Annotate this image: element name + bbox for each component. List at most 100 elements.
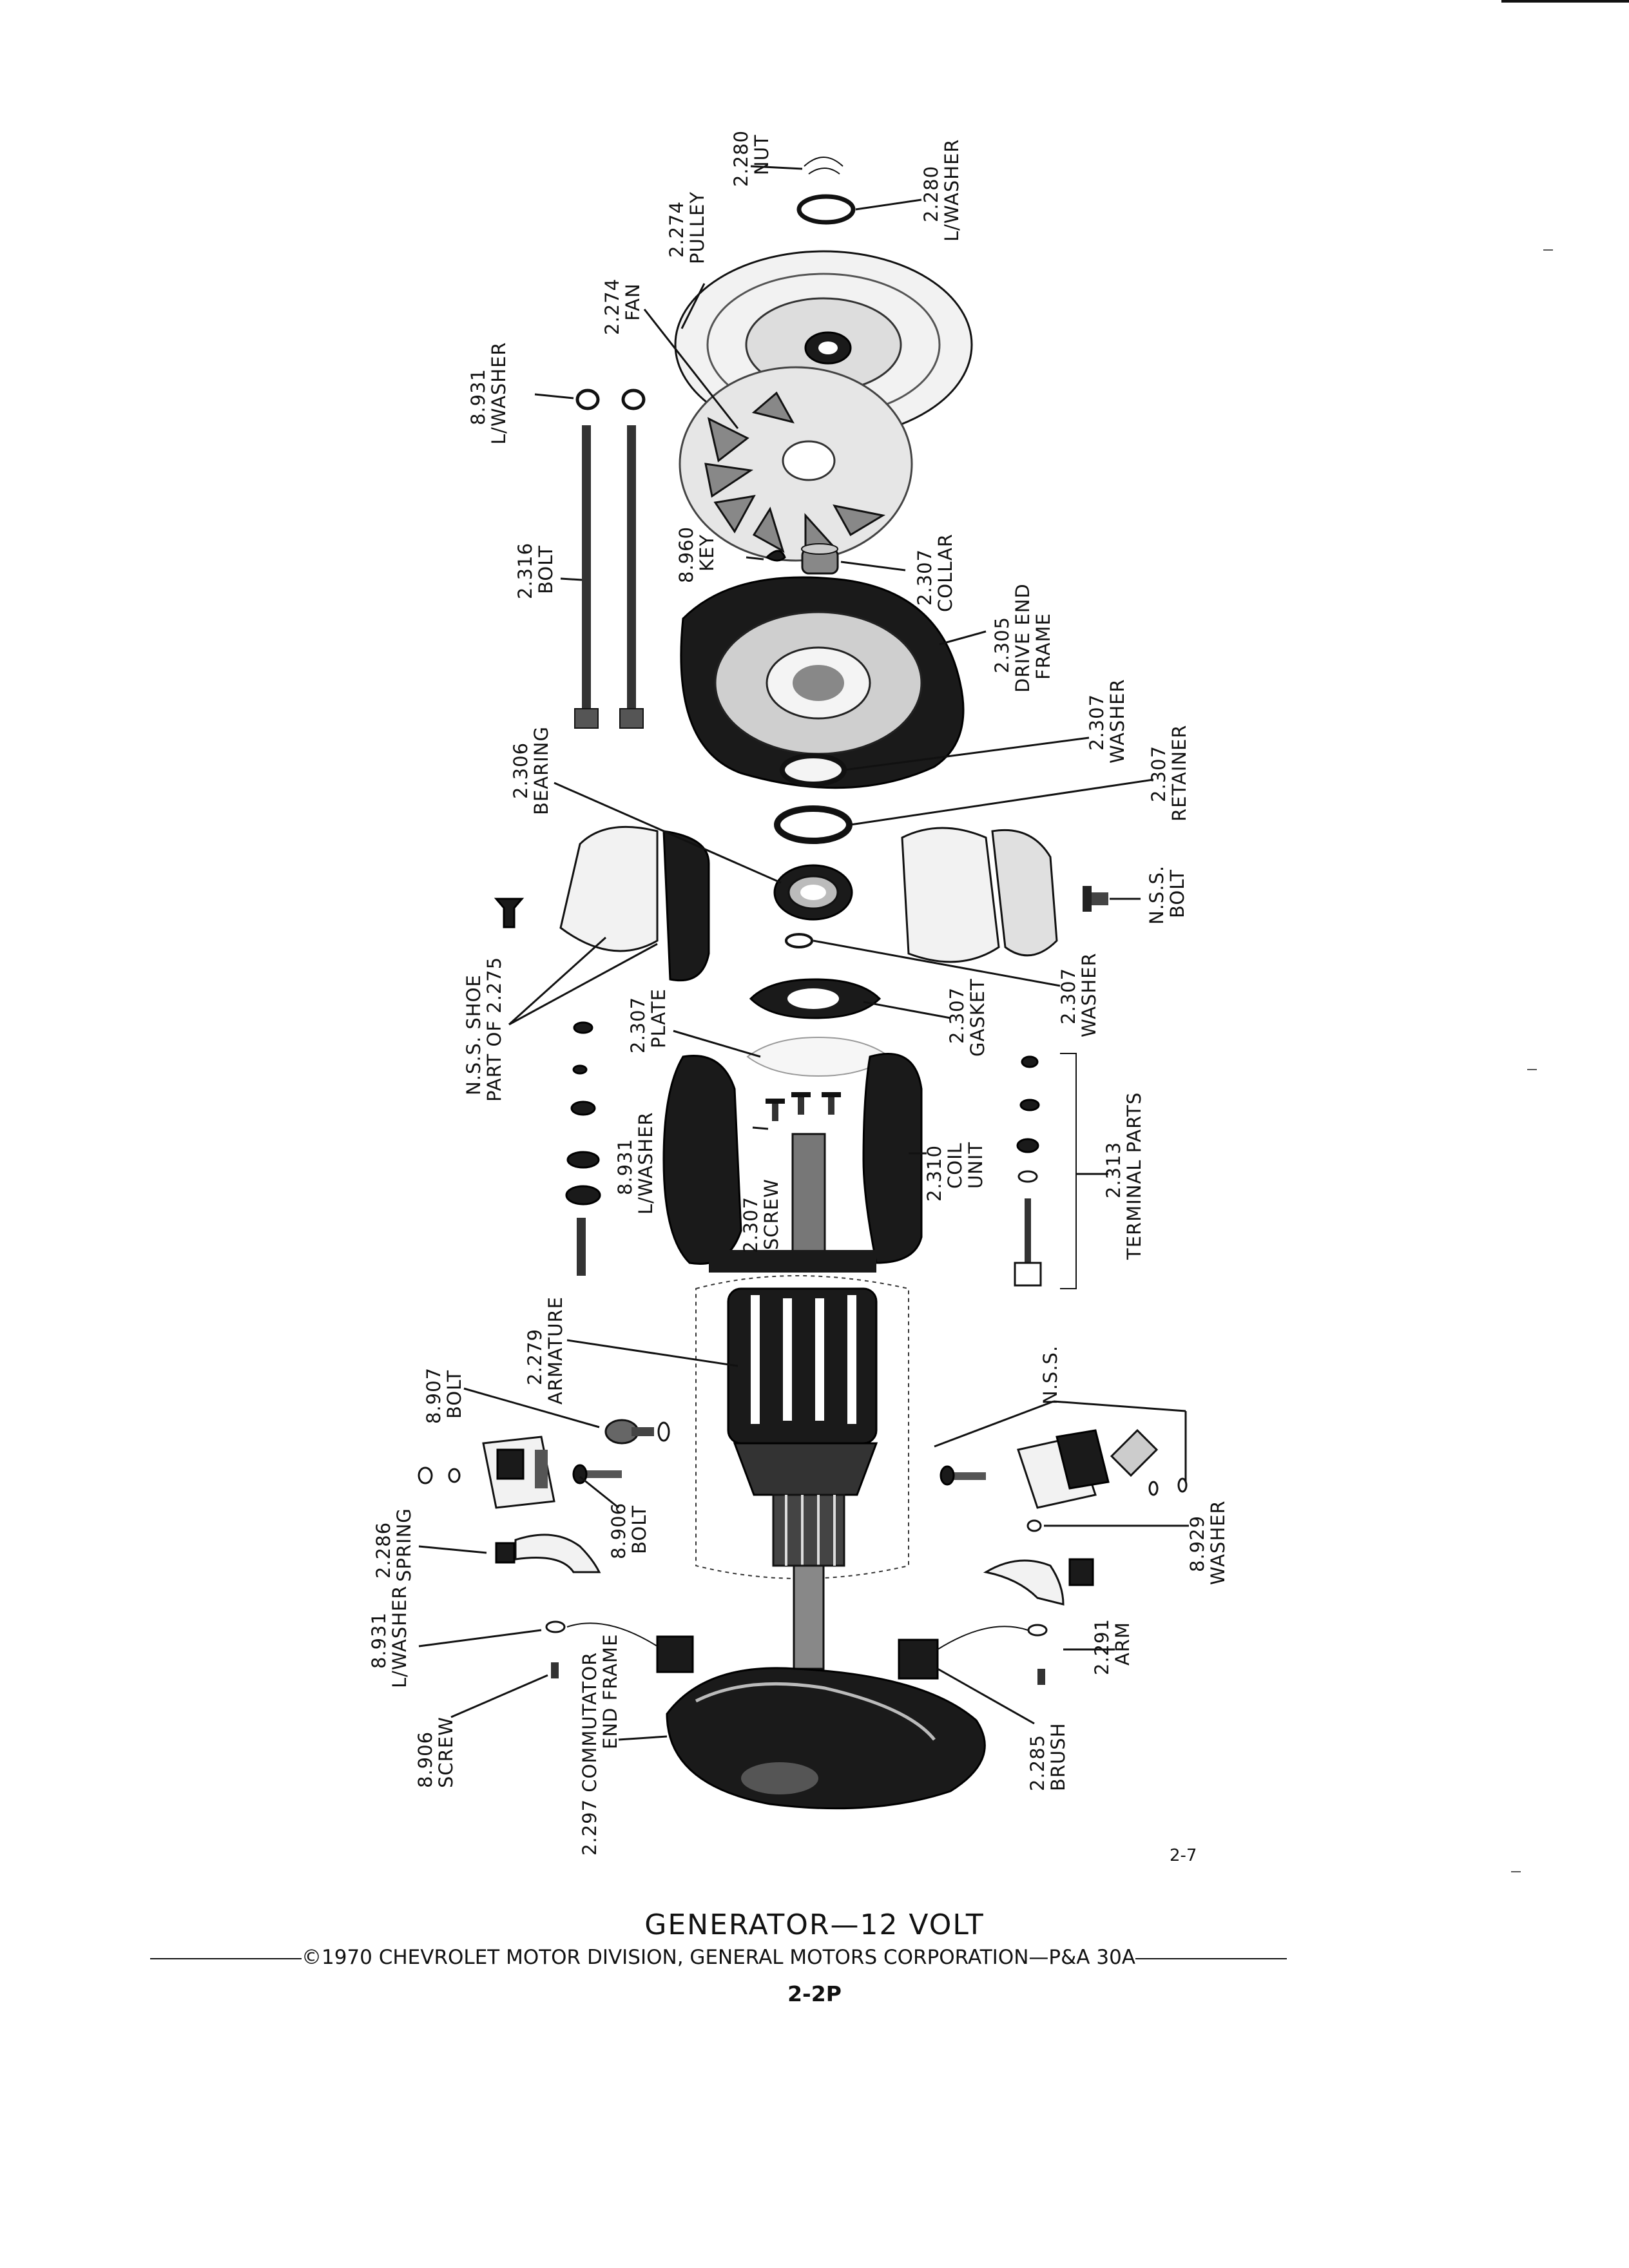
svg-text:NUT: NUT (751, 134, 773, 175)
svg-text:SPRING: SPRING (393, 1508, 415, 1582)
svg-text:N.S.S.: N.S.S. (1039, 1345, 1061, 1405)
callout-fan: 2.274 FAN (601, 278, 644, 335)
terminal-parts-bracket (1060, 1053, 1077, 1289)
svg-text:L/WASHER: L/WASHER (941, 139, 963, 242)
svg-text:8.960: 8.960 (675, 526, 697, 583)
fan-part (679, 366, 913, 562)
commutator-end-frame-part (666, 1667, 986, 1810)
callout-nut: 2.280 NUT (730, 130, 773, 187)
field-coil-left-part (662, 1055, 742, 1265)
small-washer-part (785, 933, 813, 948)
callout-arm: 2.291 ARM (1091, 1619, 1133, 1675)
callout-pulley: 2.274 PULLEY (666, 191, 708, 264)
figure-title: GENERATOR—12 VOLT (644, 1908, 985, 1941)
svg-text:2.305: 2.305 (991, 617, 1013, 673)
svg-text:PULLEY: PULLEY (686, 191, 708, 264)
callout-nss-bolt: N.S.S. BOLT (1146, 865, 1188, 925)
callout-coil-unit: 2.310 COIL UNIT (923, 1142, 987, 1202)
svg-text:PART OF 2.275: PART OF 2.275 (483, 957, 505, 1102)
svg-text:2.307: 2.307 (740, 1196, 762, 1253)
retainer-part (774, 805, 853, 844)
callout-washer-lower: 2.307 WASHER (1057, 952, 1100, 1037)
svg-text:N.S.S.: N.S.S. (1146, 865, 1168, 925)
svg-text:2.307: 2.307 (914, 549, 936, 606)
brush-left-part (545, 1620, 694, 1673)
armature-shaft-upper-part (791, 1133, 826, 1264)
svg-text:BOLT: BOLT (535, 545, 557, 594)
svg-text:8.907: 8.907 (423, 1367, 445, 1424)
svg-text:KEY: KEY (696, 534, 718, 572)
svg-text:WASHER: WASHER (1078, 952, 1100, 1037)
callout-drive-end-frame: 2.305 DRIVE END FRAME (991, 583, 1054, 693)
svg-text:L/WASHER: L/WASHER (635, 1111, 657, 1215)
svg-text:BOLT: BOLT (1166, 869, 1188, 918)
spring-part (495, 1533, 601, 1573)
left-small-parts-stack (565, 1021, 601, 1276)
svg-text:WASHER: WASHER (1106, 678, 1128, 764)
pole-shoe-right-part (901, 827, 1058, 963)
svg-text:8.931: 8.931 (467, 369, 489, 425)
arm-part (983, 1558, 1094, 1606)
callout-spring: 2.286 SPRING (372, 1508, 415, 1582)
through-bolts-part (574, 425, 644, 729)
svg-text:UNIT: UNIT (965, 1142, 987, 1189)
screw-906-part (551, 1662, 559, 1678)
svg-text:BOLT: BOLT (443, 1370, 465, 1419)
callout-through-bolt: 2.316 BOLT (514, 543, 557, 599)
svg-text:2.280: 2.280 (730, 130, 752, 187)
svg-text:2.297 COMMUTATOR: 2.297 COMMUTATOR (579, 1652, 601, 1856)
callout-bolt-907: 8.907 BOLT (423, 1367, 465, 1424)
svg-text:ARM: ARM (1112, 1622, 1133, 1666)
svg-text:FRAME: FRAME (1032, 613, 1054, 680)
figure-code: 2-2P (787, 1981, 842, 2006)
brush-right-part (898, 1624, 1048, 1680)
svg-text:8.931: 8.931 (614, 1139, 636, 1195)
pole-shoe-left-part (559, 825, 710, 982)
svg-text:PLATE: PLATE (648, 988, 670, 1048)
bolt-906-part (572, 1464, 622, 1485)
svg-text:SCREW: SCREW (435, 1716, 457, 1788)
callout-gasket: 2.307 GASKET (946, 978, 988, 1057)
end-screw-right-part (1037, 1669, 1045, 1685)
leader-lines (418, 165, 1189, 1741)
callout-coil-screw: 2.307 SCREW (740, 1178, 782, 1253)
svg-text:2.313: 2.313 (1103, 1142, 1124, 1198)
svg-text:8.906: 8.906 (414, 1731, 436, 1788)
svg-text:2.310: 2.310 (923, 1145, 945, 1202)
washer-part (780, 753, 847, 787)
gasket-part (749, 978, 882, 1019)
drive-end-frame-part (680, 576, 965, 789)
through-bolt-lock-washer-part-2 (621, 389, 646, 410)
svg-text:RETAINER: RETAINER (1168, 725, 1190, 822)
svg-text:2.274: 2.274 (601, 278, 623, 335)
callout-pole-shoe: N.S.S. SHOE PART OF 2.275 (463, 957, 505, 1102)
nss-bolt-part (1083, 886, 1108, 912)
coil-screws-part (766, 1092, 841, 1121)
copyright-line: ©1970 CHEVROLET MOTOR DIVISION, GENERAL … (90, 1946, 1347, 1969)
field-coil-right-part (862, 1053, 923, 1264)
callout-nss-brush-holder: N.S.S. (1039, 1345, 1061, 1405)
callout-washer-929: 8.929 WASHER (1186, 1500, 1229, 1585)
field-frame-part (709, 1250, 876, 1273)
callout-collar: 2.307 COLLAR (914, 533, 956, 612)
svg-text:SCREW: SCREW (760, 1178, 782, 1250)
washer-929-part (1027, 1519, 1042, 1532)
svg-text:L/WASHER: L/WASHER (389, 1585, 410, 1688)
collar-part (801, 543, 839, 575)
svg-text:2.307: 2.307 (627, 997, 649, 1053)
svg-text:BRUSH: BRUSH (1047, 1723, 1069, 1792)
callout-end-lock-washer: 8.931 L/WASHER (368, 1585, 410, 1688)
svg-text:2.307: 2.307 (1148, 745, 1170, 802)
right-brush-holder-part (940, 1428, 1188, 1509)
callout-through-bolt-lock-washer: 8.931 L/WASHER (467, 341, 510, 445)
svg-text:ARMATURE: ARMATURE (545, 1296, 566, 1405)
callout-key: 8.960 KEY (675, 526, 718, 583)
svg-text:2.307: 2.307 (1086, 694, 1108, 751)
callout-washer-upper: 2.307 WASHER (1086, 678, 1128, 764)
callout-terminal-parts: 2.313 TERMINAL PARTS (1103, 1092, 1145, 1260)
svg-text:COIL: COIL (944, 1142, 966, 1189)
terminal-parts-part (1014, 1055, 1042, 1287)
svg-text:FAN: FAN (622, 283, 644, 321)
callout-coil-lock-washer: 8.931 L/WASHER (614, 1111, 657, 1215)
